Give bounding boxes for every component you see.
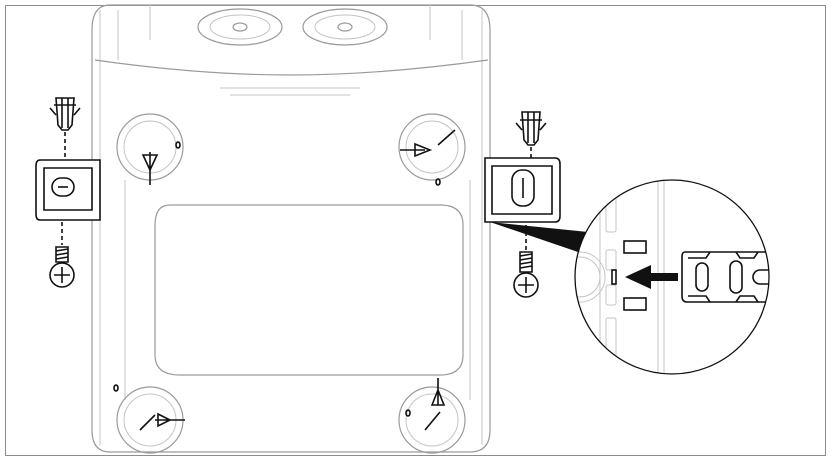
insert-arrow-icon — [625, 265, 678, 289]
wall-plug-icon — [515, 111, 547, 158]
screw-icon — [513, 225, 539, 298]
magnifier-detail-icon — [574, 179, 770, 375]
mounting-bracket-right — [484, 157, 561, 223]
cap-bottom-right — [398, 378, 466, 454]
screw-icon — [49, 222, 75, 288]
wall-plug-icon — [49, 97, 81, 160]
enclosure-icon — [91, 4, 491, 453]
mounting-bracket-left — [35, 159, 101, 221]
callout-pointer — [490, 222, 588, 252]
cap-top-right — [398, 113, 466, 186]
cap-top-left — [116, 113, 184, 185]
cap-bottom-left — [113, 384, 185, 454]
